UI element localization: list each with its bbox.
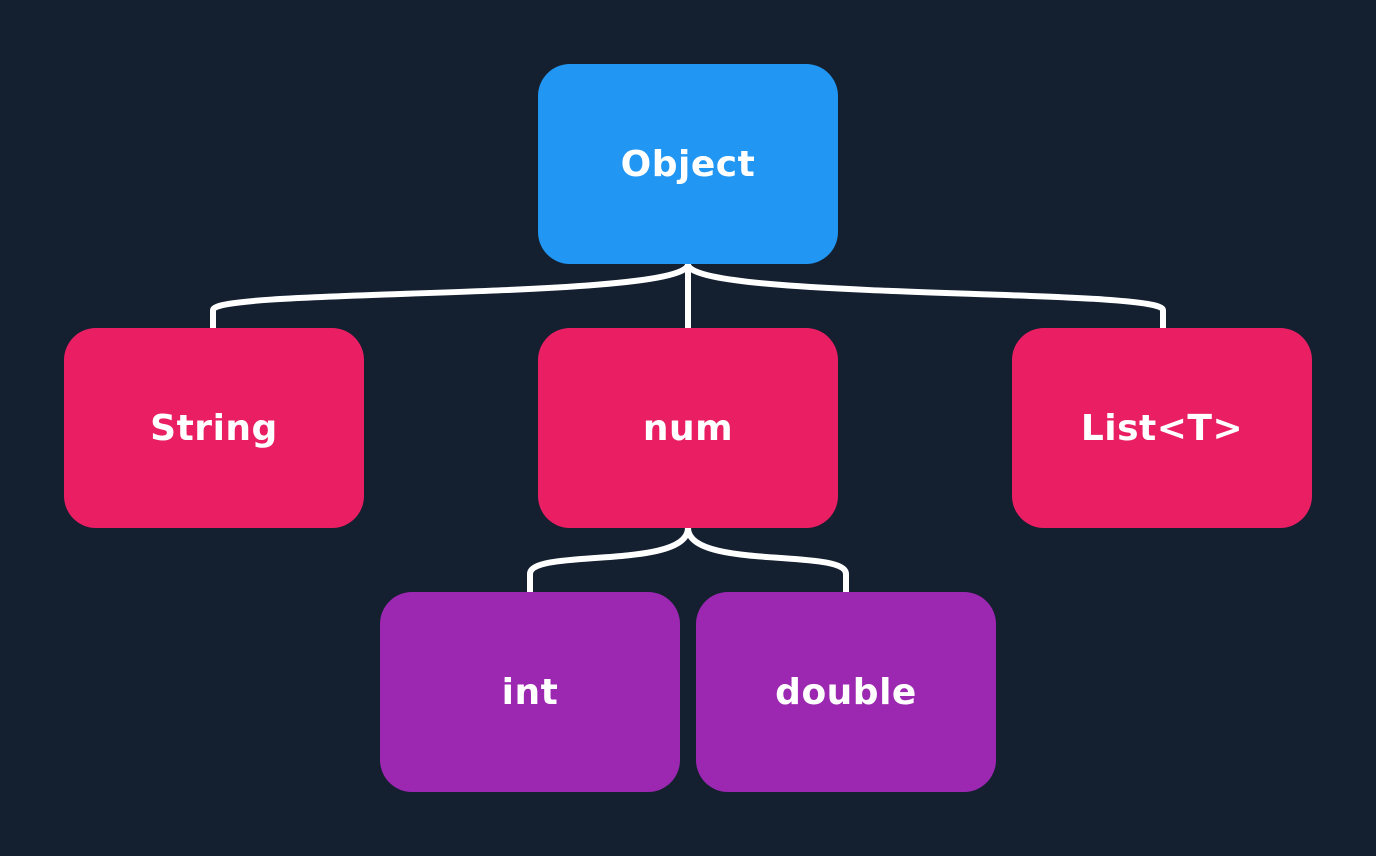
node-object: Object [538,64,838,264]
edge-num-double [685,525,849,595]
node-object-label: Object [620,143,756,185]
edge-num-int [527,525,691,595]
edge-object-list [685,261,1166,331]
node-list-label: List<T> [1080,407,1244,449]
node-num: num [538,328,838,528]
edge-object-string [210,261,691,331]
node-int-label: int [501,671,559,713]
node-list: List<T> [1012,328,1312,528]
node-string-label: String [150,407,278,449]
node-double-label: double [775,671,917,713]
node-double: double [696,592,996,792]
node-num-label: num [642,407,734,449]
node-int: int [380,592,680,792]
node-string: String [64,328,364,528]
